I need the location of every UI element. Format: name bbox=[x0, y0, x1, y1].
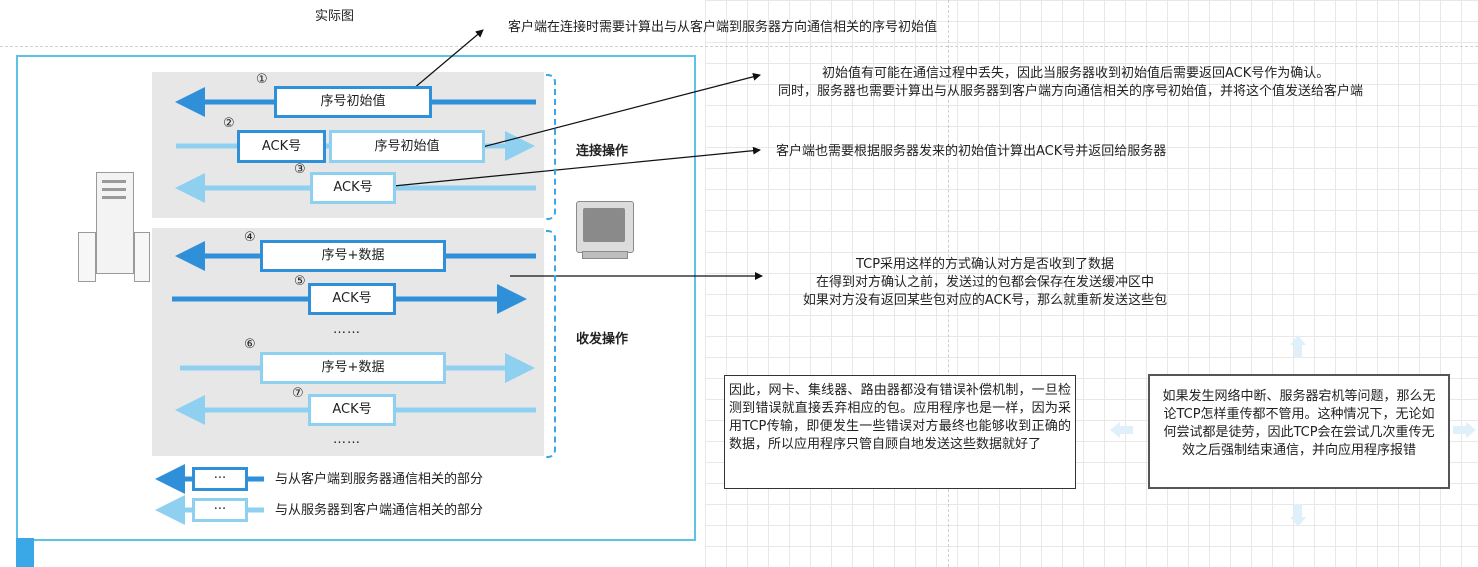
note-no-error-compensation: 因此，网卡、集线器、路由器都没有错误补偿机制，一旦检测到错误就直接丢弃相应的包。… bbox=[724, 375, 1076, 489]
annotation-tcp-confirm-line2: 在得到对方确认之前，发送过的包都会保存在发送缓冲区中 bbox=[815, 275, 1154, 290]
transfer-phase-brace bbox=[546, 230, 556, 458]
client-computer-icon bbox=[574, 201, 636, 259]
step-number-5: ⑤ bbox=[294, 274, 306, 289]
callout-line-2 bbox=[462, 72, 761, 153]
note-retransmit-failure[interactable]: 如果发生网络中断、服务器宕机等问题，那么无论TCP怎样重传都不管用。这种情况下，… bbox=[1148, 374, 1450, 489]
annotation-client-ack: 客户端也需要根据服务器发来的初始值计算出ACK号并返回给服务器 bbox=[776, 144, 1167, 159]
annotation-tcp-confirm-line1: TCP采用这样的方式确认对方是否收到了数据 bbox=[855, 257, 1115, 272]
note2-selection-handles bbox=[1110, 335, 1476, 527]
annotation-client-seq-init: 客户端在连接时需要计算出与从客户端到服务器方向通信相关的序号初始值 bbox=[508, 20, 938, 35]
step-number-2: ② bbox=[223, 116, 235, 131]
step-number-1: ① bbox=[256, 72, 268, 87]
legend-label-server-to-client: 与从服务器到客户端通信相关的部分 bbox=[275, 503, 484, 518]
packet-step2-ack: ACK号 bbox=[237, 130, 326, 163]
diagram-title: 实际图 bbox=[315, 9, 355, 24]
annotation-tcp-confirm-line3: 如果对方没有返回某些包对应的ACK号，那么就重新发送这些包 bbox=[802, 293, 1168, 308]
connect-phase-label: 连接操作 bbox=[576, 144, 629, 159]
frame-corner-marker bbox=[16, 538, 34, 567]
packet-step4-seq-data: 序号+数据 bbox=[260, 240, 446, 272]
callout-line-3 bbox=[382, 146, 761, 188]
legend-box-server-to-client: ··· bbox=[192, 498, 248, 522]
annotation-server-ack-line1: 初始值有可能在通信过程中丢失，因此当服务器收到初始值后需要返回ACK号作为确认。 bbox=[822, 66, 1330, 81]
connect-phase-brace bbox=[546, 74, 556, 220]
packet-step7-ack: ACK号 bbox=[308, 394, 396, 426]
transfer-phase-label: 收发操作 bbox=[576, 332, 629, 347]
legend-label-client-to-server: 与从客户端到服务器通信相关的部分 bbox=[275, 472, 484, 487]
step-number-7: ⑦ bbox=[292, 386, 304, 401]
annotation-server-ack-line2: 同时，服务器也需要计算出与从服务器到客户端方向通信相关的序号初始值，并将这个值发… bbox=[778, 84, 1364, 99]
legend-box-client-to-server: ··· bbox=[192, 467, 248, 491]
page-break-vertical bbox=[948, 0, 949, 567]
packet-step3-ack: ACK号 bbox=[310, 172, 396, 204]
step-number-6: ⑥ bbox=[244, 337, 256, 352]
step-number-3: ③ bbox=[294, 162, 306, 177]
packet-step6-seq-data: 序号+数据 bbox=[260, 352, 446, 384]
step-number-4: ④ bbox=[244, 230, 256, 245]
ellipsis-transfer-2: …… bbox=[333, 432, 361, 447]
page-break-horizontal bbox=[0, 46, 1478, 47]
packet-step5-ack: ACK号 bbox=[308, 283, 396, 315]
packet-step2-seq-init: 序号初始值 bbox=[329, 130, 485, 163]
ellipsis-transfer-1: …… bbox=[333, 322, 361, 337]
packet-step1-seq-init: 序号初始值 bbox=[274, 86, 432, 118]
annotation-tcp-confirm: TCP采用这样的方式确认对方是否收到了数据 在得到对方确认之前，发送过的包都会保… bbox=[770, 256, 1200, 310]
server-icon bbox=[78, 172, 150, 282]
